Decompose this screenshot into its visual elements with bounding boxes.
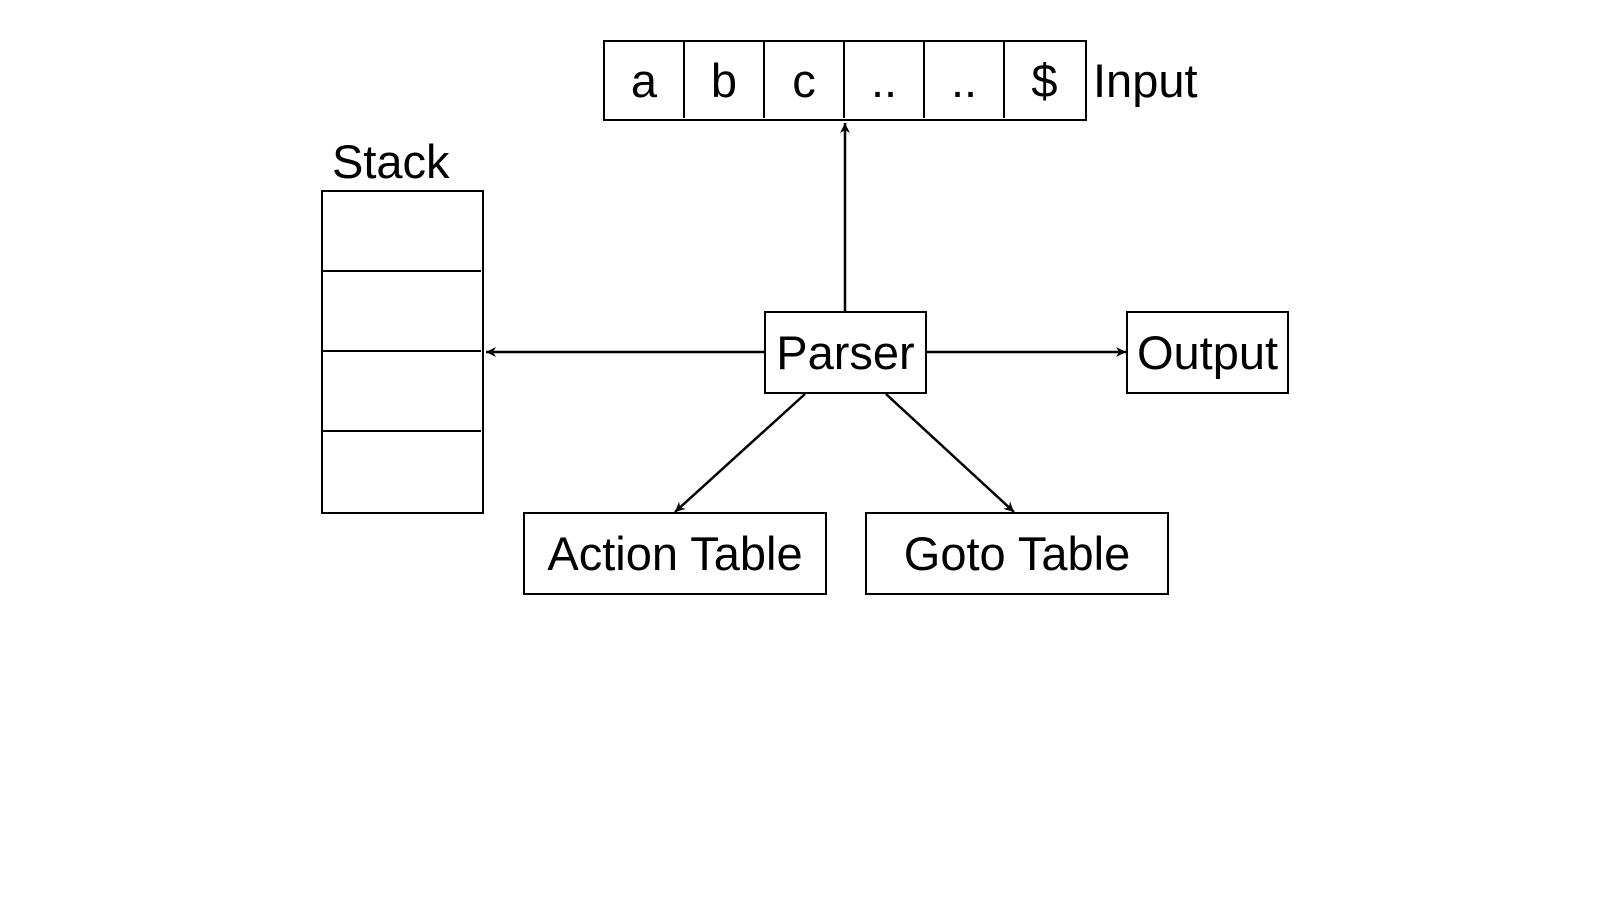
input-label: Input bbox=[1093, 54, 1198, 107]
arrow-parser-to-goto-table bbox=[885, 393, 1015, 513]
parser-box: Parser bbox=[764, 311, 927, 394]
arrow-parser-to-action-table bbox=[674, 393, 806, 513]
stack-slot bbox=[323, 352, 481, 432]
input-cell: a bbox=[605, 42, 685, 118]
input-cell: b bbox=[685, 42, 765, 118]
stack-slot bbox=[323, 192, 481, 272]
stack bbox=[321, 190, 484, 514]
goto-table-box: Goto Table bbox=[865, 512, 1169, 595]
input-cell: .. bbox=[925, 42, 1005, 118]
input-tape: a b c .. .. $ bbox=[603, 40, 1087, 121]
stack-slot bbox=[323, 432, 481, 511]
input-cell: c bbox=[765, 42, 845, 118]
input-cell: $ bbox=[1031, 53, 1058, 107]
action-table-box: Action Table bbox=[523, 512, 827, 595]
input-cell: .. bbox=[845, 42, 925, 118]
stack-label: Stack bbox=[332, 135, 450, 188]
output-box: Output bbox=[1126, 311, 1289, 394]
stack-slot bbox=[323, 272, 481, 352]
